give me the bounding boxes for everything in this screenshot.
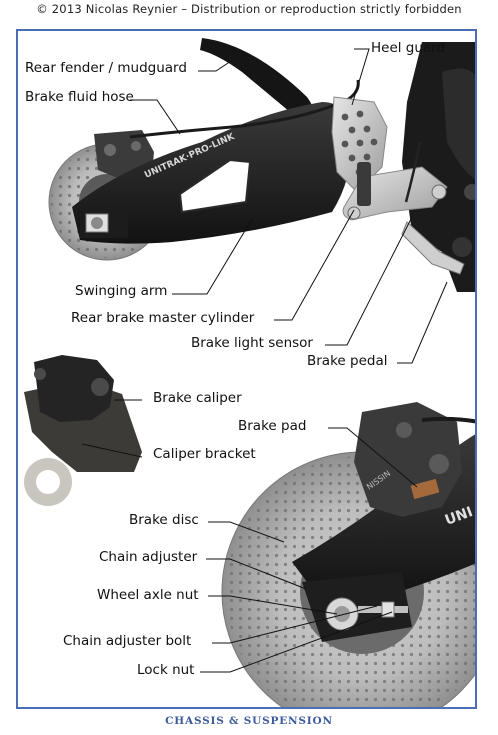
footer-section-title: CHASSIS & SUSPENSION [165,715,333,727]
label-heel-guard: Heel guard [371,40,446,56]
copyright-notice: © 2013 Nicolas Reynier – Distribution or… [36,2,462,16]
diagram-frame: UNITRAK·PRO-LINK UNI NISSIN [16,29,477,709]
rear-fender [200,38,314,122]
label-rear-brake-master-cylinder: Rear brake master cylinder [71,310,255,326]
label-rear-fender: Rear fender / mudguard [25,60,187,76]
label-brake-disc: Brake disc [129,512,199,528]
label-brake-pedal: Brake pedal [307,353,388,369]
label-wheel-axle-nut: Wheel axle nut [97,587,199,603]
label-brake-fluid-hose: Brake fluid hose [25,89,134,105]
caliper-body-part [34,355,114,422]
label-chain-adjuster: Chain adjuster [99,549,198,565]
label-caliper-bracket: Caliper bracket [153,446,256,462]
master-cylinder [357,162,371,206]
brake-pedal-part [401,221,465,275]
label-lock-nut: Lock nut [137,662,195,678]
label-brake-caliper: Brake caliper [153,390,242,406]
brake-fluid-hose [129,79,360,139]
leader-lines [81,48,448,673]
top-assembly [48,38,475,292]
label-chain-adjuster-bolt: Chain adjuster bolt [63,633,192,649]
label-brake-light-sensor: Brake light sensor [191,335,313,351]
brake-pad-part [410,478,440,500]
label-swinging-arm: Swinging arm [75,283,168,299]
diagram-artwork: UNITRAK·PRO-LINK UNI NISSIN [24,38,475,707]
bottom-assembly [221,402,475,707]
caliper-inset [24,355,142,506]
label-brake-pad: Brake pad [238,418,307,434]
